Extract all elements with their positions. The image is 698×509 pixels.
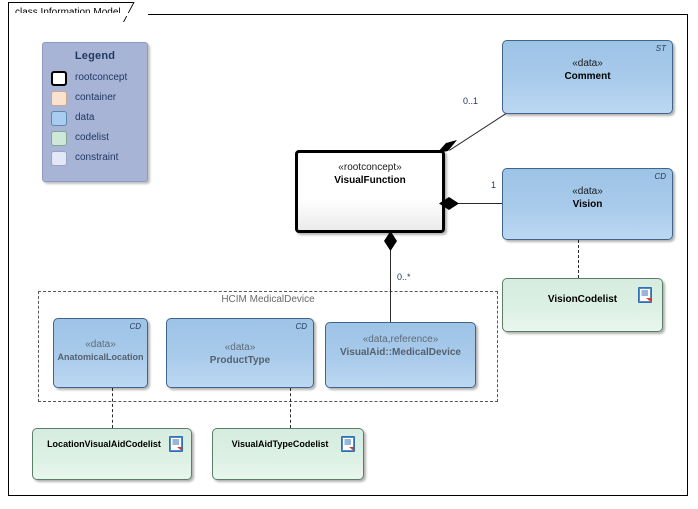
class-labels-visioncodelist: VisionCodelist [503,293,662,306]
class-box-visualaidtypecodelist[interactable]: VisualAidTypeCodelist [212,428,364,480]
association-line-medicaldevice [390,236,391,324]
class-name-locationvisualaidcodelist: LocationVisualAidCodelist [47,439,161,449]
class-stereotype-anatomicallocation: «data» [85,339,116,350]
class-stereotype-vision: «data» [572,186,603,197]
class-labels-visualfunction: «rootconcept» VisualFunction [298,161,442,187]
legend-swatch-container [51,90,67,106]
class-labels-producttype: «data» ProductType [167,341,313,367]
class-box-vision[interactable]: CD «data» Vision [502,168,673,240]
legend-label-constraint: constraint [75,152,119,163]
legend-label-rootconcept: rootconcept [75,72,128,83]
legend-item-data: data [43,108,147,128]
multiplicity-comment: 0..1 [463,96,479,106]
class-box-medicaldevice[interactable]: «data,reference» VisualAid::MedicalDevic… [325,322,476,388]
dependency-line-producttype-codelist [290,388,291,428]
class-corner-tag-producttype: CD [295,322,307,331]
multiplicity-medicaldevice: 0..* [397,272,411,282]
class-box-comment[interactable]: ST «data» Comment [502,40,673,114]
class-labels-comment: «data» Comment [503,57,672,83]
class-box-producttype[interactable]: CD «data» ProductType [166,318,314,388]
legend-item-rootconcept: rootconcept [43,68,147,88]
class-name-visualaidtypecodelist: VisualAidTypeCodelist [231,439,329,449]
class-labels-anatomicallocation: «data» AnatomicalLocation [54,338,147,364]
class-corner-tag-vision: CD [654,172,666,181]
legend-list: rootconcept container data codelist cons… [43,68,147,168]
composition-diamond-comment [437,140,457,153]
class-name-visualfunction: VisualFunction [334,175,406,186]
class-stereotype-visualfunction: «rootconcept» [338,162,402,173]
legend-title: Legend [74,50,116,62]
legend-item-container: container [43,88,147,108]
legend-swatch-codelist [51,130,67,146]
document-icon [638,287,652,303]
legend-label-data: data [75,112,95,123]
legend-swatch-data [51,110,67,126]
class-corner-tag-anatomicallocation: CD [129,322,141,331]
group-label-hcim-medicaldevice: HCIM MedicalDevice [221,294,315,305]
diagram-title-tab: class Information Model [8,2,144,21]
class-labels-medicaldevice: «data,reference» VisualAid::MedicalDevic… [326,333,475,359]
class-labels-vision: «data» Vision [503,185,672,211]
dependency-line-vision-codelist [578,240,579,278]
association-line-vision [444,203,502,204]
class-name-visioncodelist: VisionCodelist [547,294,618,305]
class-labels-locationvisualaidcodelist: LocationVisualAidCodelist [37,438,171,451]
legend-label-codelist: codelist [75,132,109,143]
class-name-comment: Comment [564,71,611,82]
class-labels-visualaidtypecodelist: VisualAidTypeCodelist [217,438,343,451]
composition-diamond-vision [439,197,459,210]
class-name-anatomicallocation: AnatomicalLocation [57,352,144,362]
class-stereotype-medicaldevice: «data,reference» [362,334,439,345]
class-name-medicaldevice: VisualAid::MedicalDevice [340,347,461,358]
legend-panel: Legend rootconcept container data codeli… [42,42,148,182]
class-stereotype-comment: «data» [572,58,603,69]
class-box-visioncodelist[interactable]: VisionCodelist [502,278,663,332]
composition-diamond-medicaldevice [384,231,397,251]
class-stereotype-producttype: «data» [224,342,256,353]
dependency-line-anatomicallocation-codelist [112,388,113,428]
title-tab-seam [9,13,133,16]
class-box-locationvisualaidcodelist[interactable]: LocationVisualAidCodelist [32,428,192,480]
document-icon [169,436,183,452]
document-icon [341,436,355,452]
legend-label-container: container [75,92,117,103]
legend-item-codelist: codelist [43,128,147,148]
group-frame-hcim-medicaldevice [38,291,498,402]
diagram-title: class Information Model [15,7,121,18]
class-corner-tag-comment: ST [655,44,666,53]
legend-item-constraint: constraint [43,148,147,168]
class-box-anatomicallocation[interactable]: CD «data» AnatomicalLocation [53,318,148,388]
class-name-producttype: ProductType [209,355,271,366]
legend-swatch-constraint [51,150,67,166]
legend-swatch-rootconcept [51,70,67,86]
class-box-visualfunction[interactable]: «rootconcept» VisualFunction [295,150,445,233]
multiplicity-vision: 1 [491,180,497,190]
class-name-vision: Vision [572,199,603,210]
